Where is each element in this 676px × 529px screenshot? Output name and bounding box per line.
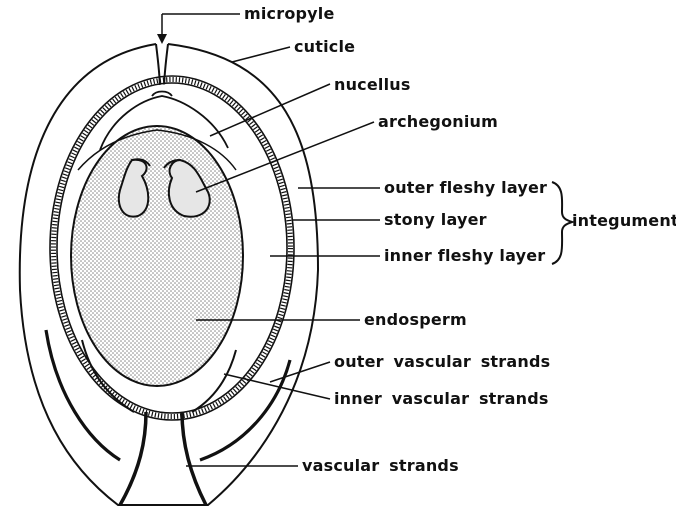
label-cuticle: cuticle	[294, 38, 355, 56]
label-stony-layer: stony layer	[384, 211, 487, 229]
label-micropyle: micropyle	[244, 5, 335, 23]
label-outer-fleshy-layer: outer fleshy layer	[384, 179, 547, 197]
label-nucellus: nucellus	[334, 76, 411, 94]
label-integument: integument	[572, 212, 676, 230]
label-outer-vascular-strands: outer vascular strands	[334, 353, 550, 371]
label-inner-fleshy-layer: inner fleshy layer	[384, 247, 545, 265]
micropyle-arrowhead	[157, 34, 167, 44]
cuticle-leader	[232, 47, 290, 62]
label-vascular-strands: vascular strands	[302, 457, 459, 475]
integument-bracket	[552, 182, 572, 264]
endosperm	[71, 126, 243, 386]
label-endosperm: endosperm	[364, 311, 467, 329]
label-inner-vascular-strands: inner vascular strands	[334, 390, 549, 408]
label-archegonium: archegonium	[378, 113, 498, 131]
